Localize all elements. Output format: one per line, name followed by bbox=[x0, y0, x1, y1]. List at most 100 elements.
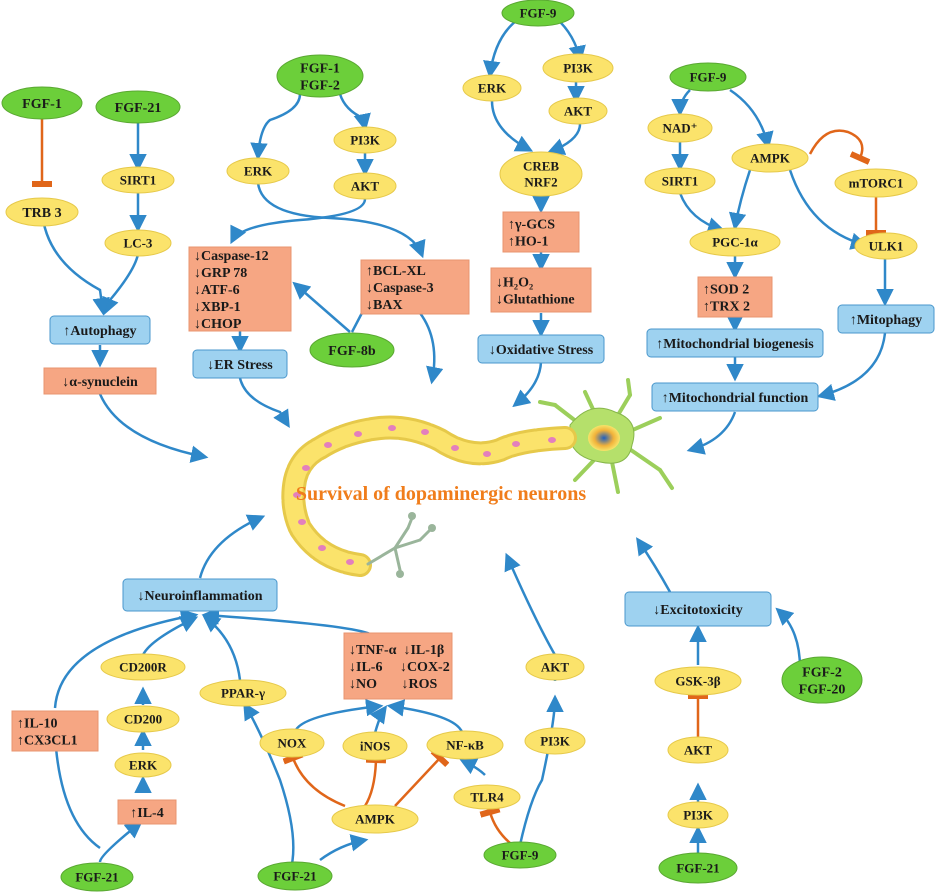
node-shape bbox=[490, 267, 592, 313]
node-label: NAD⁺ bbox=[662, 121, 697, 136]
node-label: NRF2 bbox=[524, 175, 557, 190]
node-fgf21-d: FGF-21 bbox=[658, 852, 738, 884]
node-mito-func: ↑Mitochondrial function bbox=[651, 382, 819, 412]
node-label: FGF-21 bbox=[676, 861, 719, 876]
node-label: ↑CX3CL1 bbox=[17, 733, 78, 748]
node-shape bbox=[781, 656, 863, 704]
node-shape bbox=[647, 113, 713, 143]
node-shape bbox=[342, 731, 408, 761]
node-shape bbox=[646, 328, 824, 358]
node-pi3k-c: PI3K bbox=[524, 727, 586, 755]
node-label: ↓GRP 78 bbox=[194, 266, 247, 281]
node-label: PI3K bbox=[563, 61, 594, 76]
node-fgf9-c: FGF-9 bbox=[483, 841, 557, 869]
node-ox-stress: ↓Oxidative Stress bbox=[477, 334, 605, 364]
node-label: ↓BAX bbox=[366, 298, 403, 313]
node-shape bbox=[117, 799, 177, 825]
node-shape bbox=[651, 382, 819, 412]
node-shape bbox=[188, 246, 292, 332]
node-sirt1-a: SIRT1 bbox=[101, 166, 175, 194]
node-shape bbox=[104, 229, 172, 257]
node-shape bbox=[259, 728, 325, 758]
node-akt-b: AKT bbox=[548, 97, 608, 125]
node-shape bbox=[502, 211, 580, 253]
myelin-chain bbox=[281, 415, 577, 577]
node-label: ↓α-synuclein bbox=[62, 375, 138, 390]
node-autophagy: ↑Autophagy bbox=[49, 315, 151, 345]
node-shape bbox=[49, 315, 151, 345]
node-label: PI3K bbox=[350, 133, 381, 148]
node-shape bbox=[697, 276, 773, 318]
node-label: ↑Mitophagy bbox=[850, 313, 922, 328]
node-label: FGF-20 bbox=[799, 682, 846, 697]
node-label: TRB 3 bbox=[22, 206, 61, 221]
node-h2o2-box: ↓H₂O₂ ↓Glutathione bbox=[490, 267, 592, 313]
node-shape bbox=[276, 54, 364, 98]
node-shape bbox=[669, 62, 747, 92]
node-label: ↑IL-10 bbox=[17, 716, 57, 731]
node-mitophagy: ↑Mitophagy bbox=[837, 304, 935, 334]
node-label: ↑Mitochondrial biogenesis bbox=[656, 337, 814, 352]
node-shape bbox=[462, 74, 522, 102]
node-shape bbox=[644, 167, 716, 195]
node-label: ↑BCL-XL bbox=[366, 264, 426, 279]
node-mito-bio: ↑Mitochondrial biogenesis bbox=[646, 328, 824, 358]
node-cd200: CD200 bbox=[106, 705, 180, 733]
node-akt-a: AKT bbox=[333, 172, 397, 200]
node-pgc1a: PGC-1α bbox=[689, 227, 781, 257]
node-gsk3b: GSK-3β bbox=[654, 666, 742, 696]
node-fgf8b: FGF-8b bbox=[309, 332, 395, 368]
node-fgf9-b: FGF-9 bbox=[669, 62, 747, 92]
node-label: ↓Glutathione bbox=[496, 292, 575, 307]
node-shape bbox=[106, 705, 180, 733]
node-excito: ↓Excitotoxicity bbox=[624, 591, 772, 627]
node-label: PI3K bbox=[540, 734, 571, 749]
node-asyn: ↓α-synuclein bbox=[43, 367, 157, 395]
node-shape bbox=[122, 578, 278, 612]
node-nox: NOX bbox=[259, 728, 325, 758]
node-shape bbox=[226, 157, 290, 185]
node-label: ↓ATF-6 bbox=[194, 283, 240, 298]
arrow-layer bbox=[40, 16, 894, 873]
node-shape bbox=[667, 801, 729, 829]
node-label: ↓IL-6 ↓COX-2 bbox=[349, 660, 450, 675]
node-shape bbox=[1, 86, 83, 120]
node-sirt1-b: SIRT1 bbox=[644, 167, 716, 195]
node-er-box: ↓Caspase-12 ↓GRP 78 ↓ATF-6 ↓XBP-1 ↓CHOP bbox=[188, 246, 292, 332]
node-label: FGF-2 bbox=[300, 78, 340, 93]
node-akt-c: AKT bbox=[525, 653, 585, 681]
node-erk-c: ERK bbox=[114, 752, 172, 778]
node-shape bbox=[477, 334, 605, 364]
node-label: ↑HO-1 bbox=[508, 234, 548, 249]
node-label: CD200 bbox=[124, 712, 162, 727]
node-shape bbox=[257, 861, 333, 891]
node-cyto-box: ↓TNF-α ↓IL-1β↓IL-6 ↓COX-2↓NO ↓ROS bbox=[343, 632, 453, 700]
node-inos: iNOS bbox=[342, 731, 408, 761]
node-shape bbox=[854, 232, 918, 260]
node-label: ↓CHOP bbox=[194, 317, 242, 332]
node-shape bbox=[524, 727, 586, 755]
node-shape bbox=[343, 632, 453, 700]
node-label: NF-κB bbox=[446, 738, 484, 753]
node-label: ULK1 bbox=[869, 239, 904, 254]
node-pi3k-b: PI3K bbox=[542, 53, 614, 83]
node-shape bbox=[101, 166, 175, 194]
node-label: NOX bbox=[278, 736, 308, 751]
node-label: ↓XBP-1 bbox=[194, 300, 241, 315]
node-shape bbox=[837, 304, 935, 334]
node-label: ↓H₂O₂ bbox=[496, 275, 533, 290]
node-nfkb: NF-κB bbox=[426, 730, 504, 760]
node-label: ↑Mitochondrial function bbox=[662, 391, 809, 406]
node-label: PGC-1α bbox=[712, 235, 758, 250]
node-shape bbox=[199, 679, 287, 707]
node-label: ↓Caspase-12 bbox=[194, 249, 269, 264]
node-label: AMPK bbox=[355, 812, 396, 827]
node-shape bbox=[483, 841, 557, 869]
node-shape bbox=[499, 151, 583, 197]
node-bcl-box: ↑BCL-XL↓Caspase-3↓BAX bbox=[360, 259, 470, 315]
node-shape bbox=[834, 168, 918, 198]
node-trb3: TRB 3 bbox=[5, 197, 79, 227]
